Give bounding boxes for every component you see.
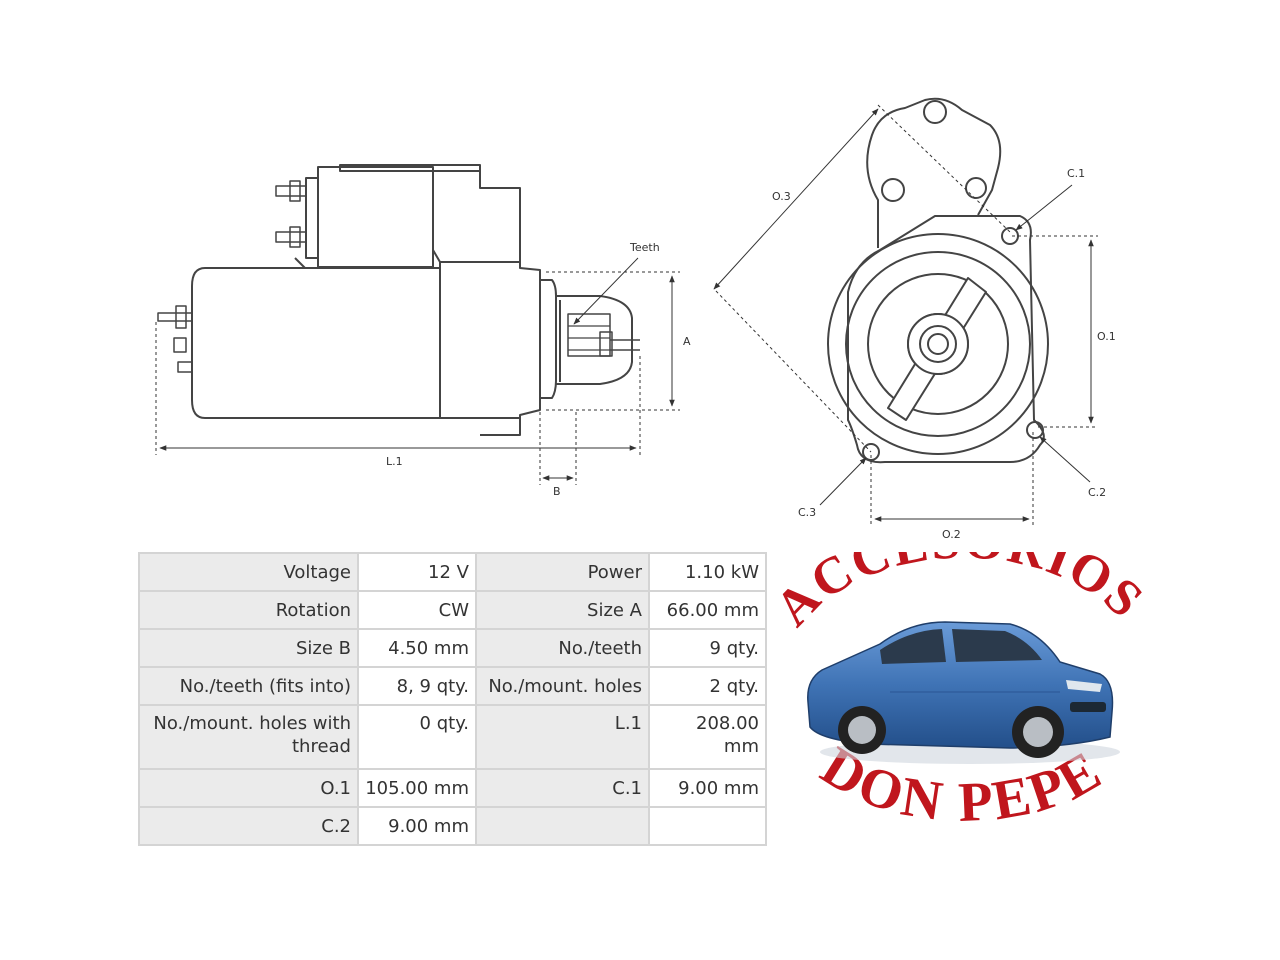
- housing-outer: [827, 233, 1049, 455]
- spec-value: CW: [357, 590, 477, 630]
- dim-a-label: A: [683, 335, 691, 348]
- table-row: O.1 105.00 mm C.1 9.00 mm: [138, 768, 767, 808]
- dim-c1-label: C.1: [1067, 167, 1085, 180]
- spec-value: 1.10 kW: [648, 552, 767, 592]
- dim-o3-label: O.3: [772, 190, 791, 203]
- spec-value: 4.50 mm: [357, 628, 477, 668]
- spec-value: 9.00 mm: [648, 768, 767, 808]
- spec-label: No./mount. holes: [475, 666, 650, 706]
- table-row: Voltage 12 V Power 1.10 kW: [138, 552, 767, 592]
- spec-value: 0 qty.: [357, 704, 477, 770]
- table-row: No./mount. holes with thread 0 qty. L.1 …: [138, 704, 767, 770]
- dim-l1-label: L.1: [386, 455, 403, 468]
- spec-value: 8, 9 qty.: [357, 666, 477, 706]
- table-row: Size B 4.50 mm No./teeth 9 qty.: [138, 628, 767, 668]
- side-view: [157, 164, 640, 436]
- dim-c3-label: C.3: [798, 506, 816, 519]
- spec-label: No./teeth (fits into): [138, 666, 359, 706]
- front-view-dimensions: [713, 104, 1098, 525]
- spec-label: L.1: [475, 704, 650, 770]
- accesorios-don-pepe-logo: ACCESORIOS DON PEPE: [765, 512, 1160, 862]
- table-row: No./teeth (fits into) 8, 9 qty. No./moun…: [138, 666, 767, 706]
- spec-value: 105.00 mm: [357, 768, 477, 808]
- front-view: [827, 97, 1049, 464]
- dim-o1-label: O.1: [1097, 330, 1116, 343]
- spec-label: Power: [475, 552, 650, 592]
- spec-label: No./mount. holes with thread: [138, 704, 359, 770]
- specs-table: Voltage 12 V Power 1.10 kW Rotation CW S…: [138, 552, 767, 846]
- side-view-dimensions: [155, 257, 680, 485]
- motor-body: [191, 267, 441, 419]
- dim-b-label: B: [553, 485, 561, 498]
- solenoid-body: [317, 166, 434, 268]
- spec-value: 9 qty.: [648, 628, 767, 668]
- teeth-label: Teeth: [629, 241, 660, 254]
- pinion-gear: [567, 313, 611, 357]
- spec-value: 12 V: [357, 552, 477, 592]
- table-row: Rotation CW Size A 66.00 mm: [138, 590, 767, 630]
- spec-label: C.2: [138, 806, 359, 846]
- table-row: C.2 9.00 mm: [138, 806, 767, 846]
- starter-motor-diagram: Teeth A L.1 B: [155, 97, 1116, 540]
- spec-label: C.1: [475, 768, 650, 808]
- dim-o2-label: O.2: [942, 528, 961, 540]
- spec-label: [475, 806, 650, 846]
- spec-value: 2 qty.: [648, 666, 767, 706]
- spec-label: Rotation: [138, 590, 359, 630]
- dim-c2-label: C.2: [1088, 486, 1106, 499]
- spec-label: Size B: [138, 628, 359, 668]
- spec-label: No./teeth: [475, 628, 650, 668]
- car-image: [807, 621, 1120, 764]
- spec-value: 208.00 mm: [648, 704, 767, 770]
- spec-label: Size A: [475, 590, 650, 630]
- spec-value: 66.00 mm: [648, 590, 767, 630]
- spec-value: 9.00 mm: [357, 806, 477, 846]
- spec-value: [648, 806, 767, 846]
- spec-label: O.1: [138, 768, 359, 808]
- mounting-flange: [847, 215, 1045, 464]
- spec-label: Voltage: [138, 552, 359, 592]
